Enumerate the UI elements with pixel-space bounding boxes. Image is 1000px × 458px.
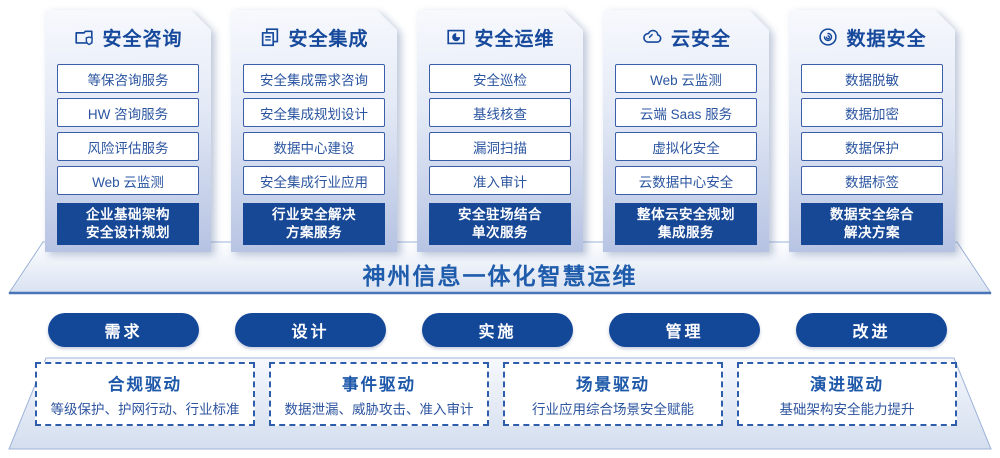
driver-desc: 行业应用综合场景安全赋能 (532, 401, 694, 417)
service-item: 数据中心建设 (243, 132, 385, 161)
driver-incident: 事件驱动 数据泄漏、威胁攻击、准入审计 (269, 362, 489, 426)
service-item: 安全集成需求咨询 (243, 64, 385, 93)
documents-icon (259, 26, 281, 48)
service-item: 安全巡检 (429, 64, 571, 93)
driver-compliance: 合规驱动 等级保护、护网行动、行业标准 (35, 362, 255, 426)
column-footer: 数据安全综合 解决方案 (801, 203, 943, 245)
driver-title: 合规驱动 (108, 375, 182, 394)
service-item: 云端 Saas 服务 (615, 98, 757, 127)
pill-improvement: 改进 (796, 313, 947, 347)
column-title: 云安全 (670, 28, 731, 50)
service-item: 漏洞扫描 (429, 132, 571, 161)
column-security-operations: 安全运维 安全巡检 基线核查 漏洞扫描 准入审计 安全驻场结合 单次服务 (417, 10, 583, 252)
drivers-row: 合规驱动 等级保护、护网行动、行业标准 事件驱动 数据泄漏、威胁攻击、准入审计 … (35, 362, 957, 426)
service-item: 准入审计 (429, 166, 571, 195)
service-columns: 安全咨询 等保咨询服务 HW 咨询服务 风险评估服务 Web 云监测 企业基础架… (45, 10, 955, 252)
service-item: 数据加密 (801, 98, 943, 127)
driver-evolution: 演进驱动 基础架构安全能力提升 (737, 362, 957, 426)
service-item: Web 云监测 (57, 166, 199, 195)
pill-requirement: 需求 (48, 313, 199, 347)
folder-shield-icon (73, 26, 95, 48)
column-security-integration: 安全集成 安全集成需求咨询 安全集成规划设计 数据中心建设 安全集成行业应用 行… (231, 10, 397, 252)
folder-chart-icon (445, 26, 467, 48)
pill-management: 管理 (609, 313, 760, 347)
service-item: Web 云监测 (615, 64, 757, 93)
service-item: 数据标签 (801, 166, 943, 195)
service-item: 安全集成行业应用 (243, 166, 385, 195)
service-item: 虚拟化安全 (615, 132, 757, 161)
service-item: HW 咨询服务 (57, 98, 199, 127)
banner-title: 神州信息一体化智慧运维 (362, 263, 638, 289)
column-data-security: 数据安全 数据脱敏 数据加密 数据保护 数据标签 数据安全综合 解决方案 (789, 10, 955, 252)
service-item: 风险评估服务 (57, 132, 199, 161)
driver-desc: 等级保护、护网行动、行业标准 (50, 401, 240, 417)
banner-shape (8, 241, 992, 295)
service-item: 基线核查 (429, 98, 571, 127)
column-footer: 企业基础架构 安全设计规划 (57, 203, 199, 245)
column-footer: 整体云安全规划 集成服务 (615, 203, 757, 245)
pill-implementation: 实施 (422, 313, 573, 347)
driver-scenario: 场景驱动 行业应用综合场景安全赋能 (503, 362, 723, 426)
process-pills-row: 需求 设计 实施 管理 改进 (48, 313, 947, 347)
column-title: 安全集成 (288, 28, 369, 50)
driver-title: 演进驱动 (810, 375, 884, 394)
column-cloud-security: 云安全 Web 云监测 云端 Saas 服务 虚拟化安全 云数据中心安全 整体云… (603, 10, 769, 252)
service-item: 云数据中心安全 (615, 166, 757, 195)
driver-title: 场景驱动 (576, 375, 650, 394)
column-footer: 行业安全解决 方案服务 (243, 203, 385, 245)
cloud-icon (641, 26, 664, 48)
column-footer: 安全驻场结合 单次服务 (429, 203, 571, 245)
service-item: 安全集成规划设计 (243, 98, 385, 127)
pill-design: 设计 (235, 313, 386, 347)
service-item: 等保咨询服务 (57, 64, 199, 93)
column-title: 数据安全 (846, 28, 927, 50)
driver-desc: 数据泄漏、威胁攻击、准入审计 (284, 401, 474, 417)
service-item: 数据脱敏 (801, 64, 943, 93)
driver-desc: 基础架构安全能力提升 (779, 401, 915, 417)
column-title: 安全咨询 (102, 28, 183, 50)
column-security-consulting: 安全咨询 等保咨询服务 HW 咨询服务 风险评估服务 Web 云监测 企业基础架… (45, 10, 211, 252)
column-title: 安全运维 (474, 28, 555, 50)
fingerprint-icon (817, 26, 839, 48)
driver-title: 事件驱动 (342, 375, 416, 394)
service-item: 数据保护 (801, 132, 943, 161)
